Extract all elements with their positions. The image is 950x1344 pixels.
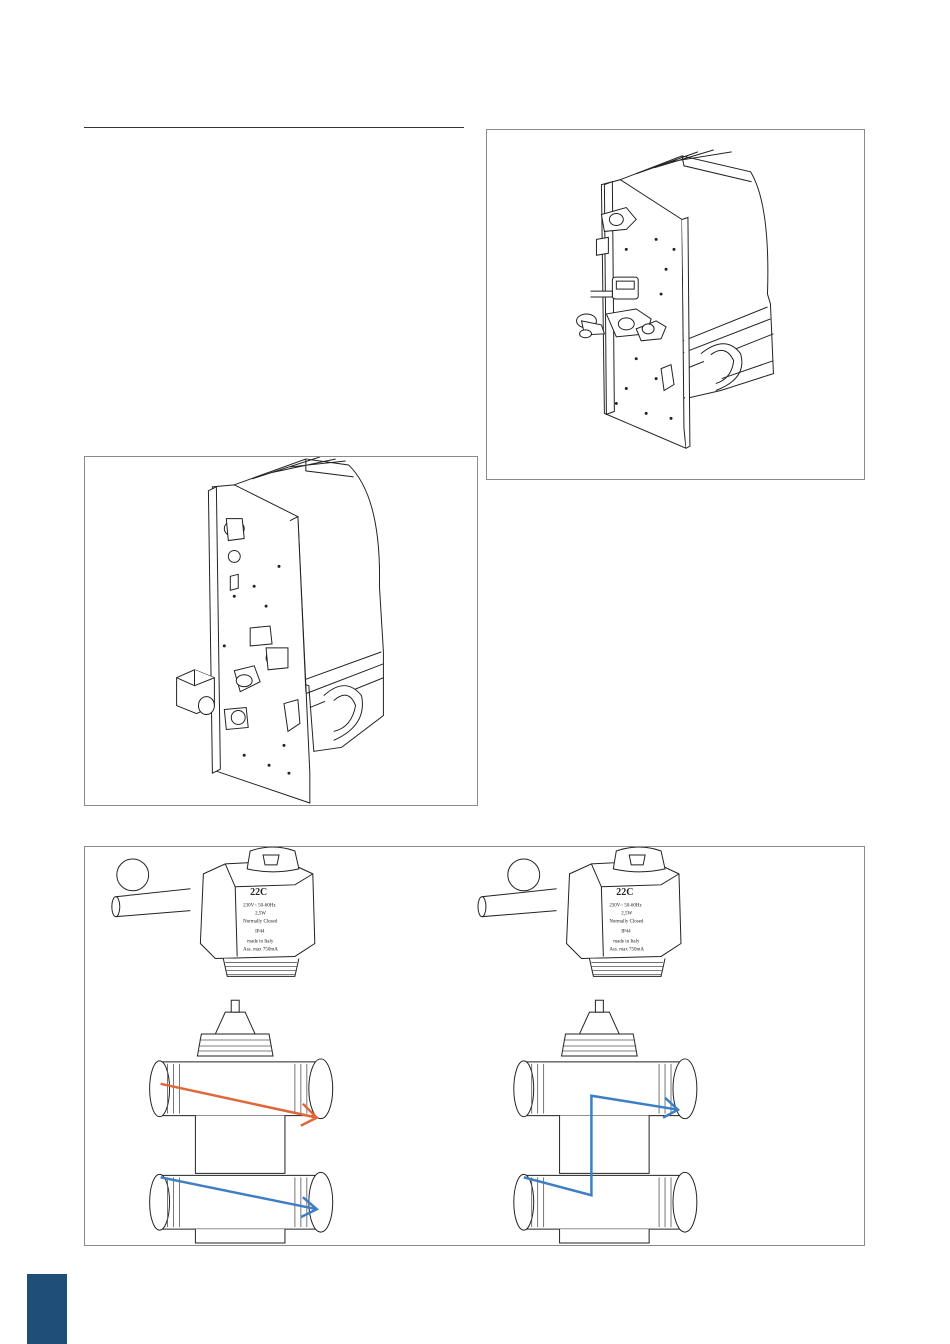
diverter-valve-diagram: 22C 230V~ 50-60Hz 2,5W Normally Closed I…: [85, 847, 864, 1245]
actuator-model-label: 22C: [250, 887, 267, 898]
figure-boiler-assembly-top: [486, 129, 865, 480]
figure-boiler-assembly-middle: [84, 456, 478, 806]
actuator-spec-line: Normally Closed: [243, 920, 278, 925]
actuator-spec-line: Normally Closed: [609, 920, 644, 925]
actuator-spec-line: IP44: [621, 930, 631, 935]
valve-body-right: [514, 1000, 697, 1243]
actuator-spec-line: 230V~ 50-60Hz: [609, 904, 642, 909]
actuator-spec-line: IP44: [255, 930, 265, 935]
actuator-spec-line: made in Italy: [613, 940, 640, 945]
actuator-right: 22C 230V~ 50-60Hz 2,5W Normally Closed I…: [478, 847, 681, 976]
actuator-spec-line: 230V~ 50-60Hz: [243, 904, 276, 909]
actuator-model-label: 22C: [616, 887, 633, 898]
boiler-assembly-drawing: [487, 130, 864, 479]
actuator-spec-line: 2,5W: [621, 912, 632, 917]
boiler-assembly-drawing-junction-box: [85, 457, 477, 805]
variant-b-marker: [508, 859, 540, 891]
variant-a-marker: [117, 859, 149, 891]
actuator-spec-line: Ass. max 750mA: [243, 947, 278, 952]
section-rule: [84, 127, 464, 128]
page-tab: [27, 1274, 67, 1344]
actuator-spec-line: made in Italy: [247, 940, 274, 945]
figure-diverter-valve-flow: 22C 230V~ 50-60Hz 2,5W Normally Closed I…: [84, 846, 865, 1246]
actuator-spec-line: 2,5W: [255, 912, 266, 917]
actuator-spec-line: Ass. max 750mA: [609, 947, 644, 952]
